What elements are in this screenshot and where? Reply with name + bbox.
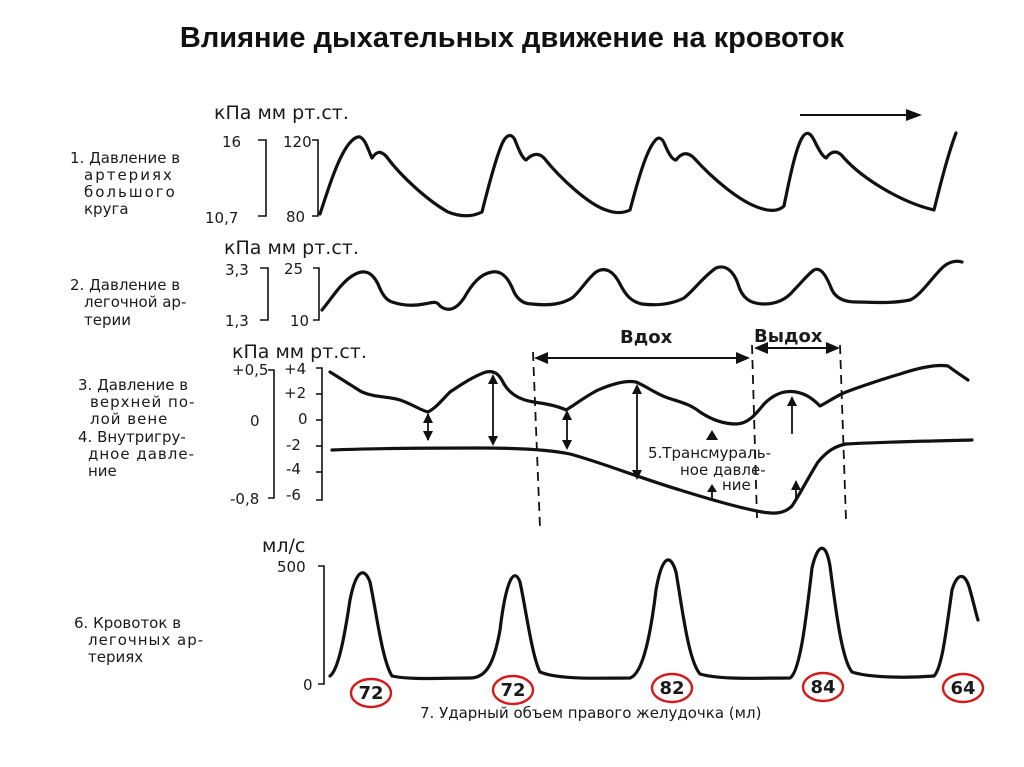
- exhale-span-arrow: [754, 342, 840, 354]
- systemic-pressure-trace: [318, 131, 958, 218]
- stroke-volume-caption: 7. Ударный объем правого желудочка (мл): [420, 704, 761, 722]
- panel1-mmhg-top: 120: [283, 133, 312, 151]
- panel3-mmhg-3: 0: [298, 410, 308, 428]
- panel1-label-line2: артериях: [84, 166, 174, 184]
- panel3-mmhg-1: +4: [284, 360, 306, 378]
- stroke-volume-3: 82: [659, 678, 684, 699]
- panel4-label-line3: териях: [88, 648, 143, 666]
- panel4-tick-0: 0: [303, 676, 313, 694]
- panel3-mmhg-6: -6: [286, 486, 301, 504]
- stroke-volume-1: 72: [358, 683, 383, 704]
- vena-cava-pressure-trace: [328, 363, 970, 426]
- inhale-label: Вдох: [620, 327, 673, 348]
- panel2-mmhg-bottom: 10: [290, 312, 309, 330]
- panel1-kpa-bottom: 10,7: [205, 209, 238, 227]
- panel2-label-line3: терии: [84, 311, 131, 329]
- right-arrow-icon: [800, 109, 922, 121]
- panel1-label-line4: круга: [84, 200, 129, 218]
- page-title: Влияние дыхательных движение на кровоток: [179, 22, 845, 54]
- panel-vena-cava-and-intrathoracic-pressure: кПа мм рт.ст. 3. Давление в верхней по- …: [78, 326, 974, 529]
- pulmonary-flow-trace: [328, 546, 980, 681]
- panel3-kpa-minus: -0,8: [230, 490, 259, 508]
- intrathoracic-pressure-trace: [330, 438, 974, 515]
- panel3-mmhg-4: -2: [286, 436, 301, 454]
- panel2-label-line2: легочной ар-: [84, 293, 186, 311]
- panel3-label4-line2: дное давле-: [88, 445, 195, 463]
- stroke-volume-circle-2: [491, 674, 535, 706]
- panel3-label3-line3: лой вене: [90, 410, 168, 428]
- panel3-label3-line1: 3. Давление в: [78, 376, 188, 394]
- panel3-kpa-plus: +0,5: [232, 361, 268, 379]
- panel-pulmonary-artery-pressure: кПа мм рт.ст. 2. Давление в легочной ар-…: [70, 237, 964, 330]
- panel4-tick-500: 500: [277, 558, 306, 576]
- panel1-label-line3: большого: [84, 183, 177, 201]
- panel-systemic-arterial-pressure: кПа мм рт.ст. 1. Давление в артериях бол…: [70, 102, 958, 227]
- panel-pulmonary-blood-flow: мл/с 500 0 6. Кровоток в легочных ар- те…: [74, 535, 985, 722]
- panel1-mmhg-bottom: 80: [286, 208, 305, 226]
- panel3-mmhg-2: +2: [284, 384, 306, 402]
- units-label-3: кПа мм рт.ст.: [232, 341, 367, 363]
- stroke-volume-circle-5: [941, 672, 985, 704]
- stroke-volume-circle-3: [650, 672, 694, 704]
- panel3-label3-line2: верхней по-: [90, 393, 195, 411]
- panel2-mmhg-top: 25: [284, 260, 303, 278]
- panel1-label-line1: 1. Давление в: [70, 149, 180, 167]
- panel3-label4-line3: ние: [88, 462, 117, 480]
- inhale-span-arrow: [534, 352, 750, 364]
- transmural-label-line3: ние: [722, 476, 751, 494]
- panel4-label-line2: легочных ар-: [88, 631, 204, 649]
- panel3-kpa-zero: 0: [250, 412, 260, 430]
- pressure-difference-arrows: [423, 374, 801, 500]
- stroke-volume-2: 72: [500, 680, 525, 701]
- panel1-kpa-top: 16: [222, 133, 241, 151]
- transmural-label-line1: 5.Трансмураль-: [648, 444, 771, 462]
- stroke-volume-circle-1: [349, 677, 393, 709]
- pulmonary-pressure-trace: [320, 259, 964, 312]
- units-label-2: кПа мм рт.ст.: [224, 237, 359, 259]
- panel2-kpa-bottom: 1,3: [225, 312, 249, 330]
- panel3-mmhg-5: -4: [286, 460, 301, 478]
- stroke-volume-5: 64: [950, 678, 975, 699]
- units-label-4: мл/с: [262, 535, 305, 557]
- exhale-label: Выдох: [754, 326, 823, 347]
- panel3-label4-line1: 4. Внутригру-: [78, 428, 186, 446]
- panel2-kpa-top: 3,3: [225, 261, 249, 279]
- panel2-label-line1: 2. Давление в: [70, 276, 180, 294]
- stroke-volume-4: 84: [810, 677, 835, 698]
- stroke-volume-circle-4: [801, 671, 845, 703]
- panel4-label-line1: 6. Кровоток в: [74, 614, 181, 632]
- units-label-1: кПа мм рт.ст.: [214, 102, 349, 124]
- transmural-label-line2: ное давле-: [680, 461, 766, 479]
